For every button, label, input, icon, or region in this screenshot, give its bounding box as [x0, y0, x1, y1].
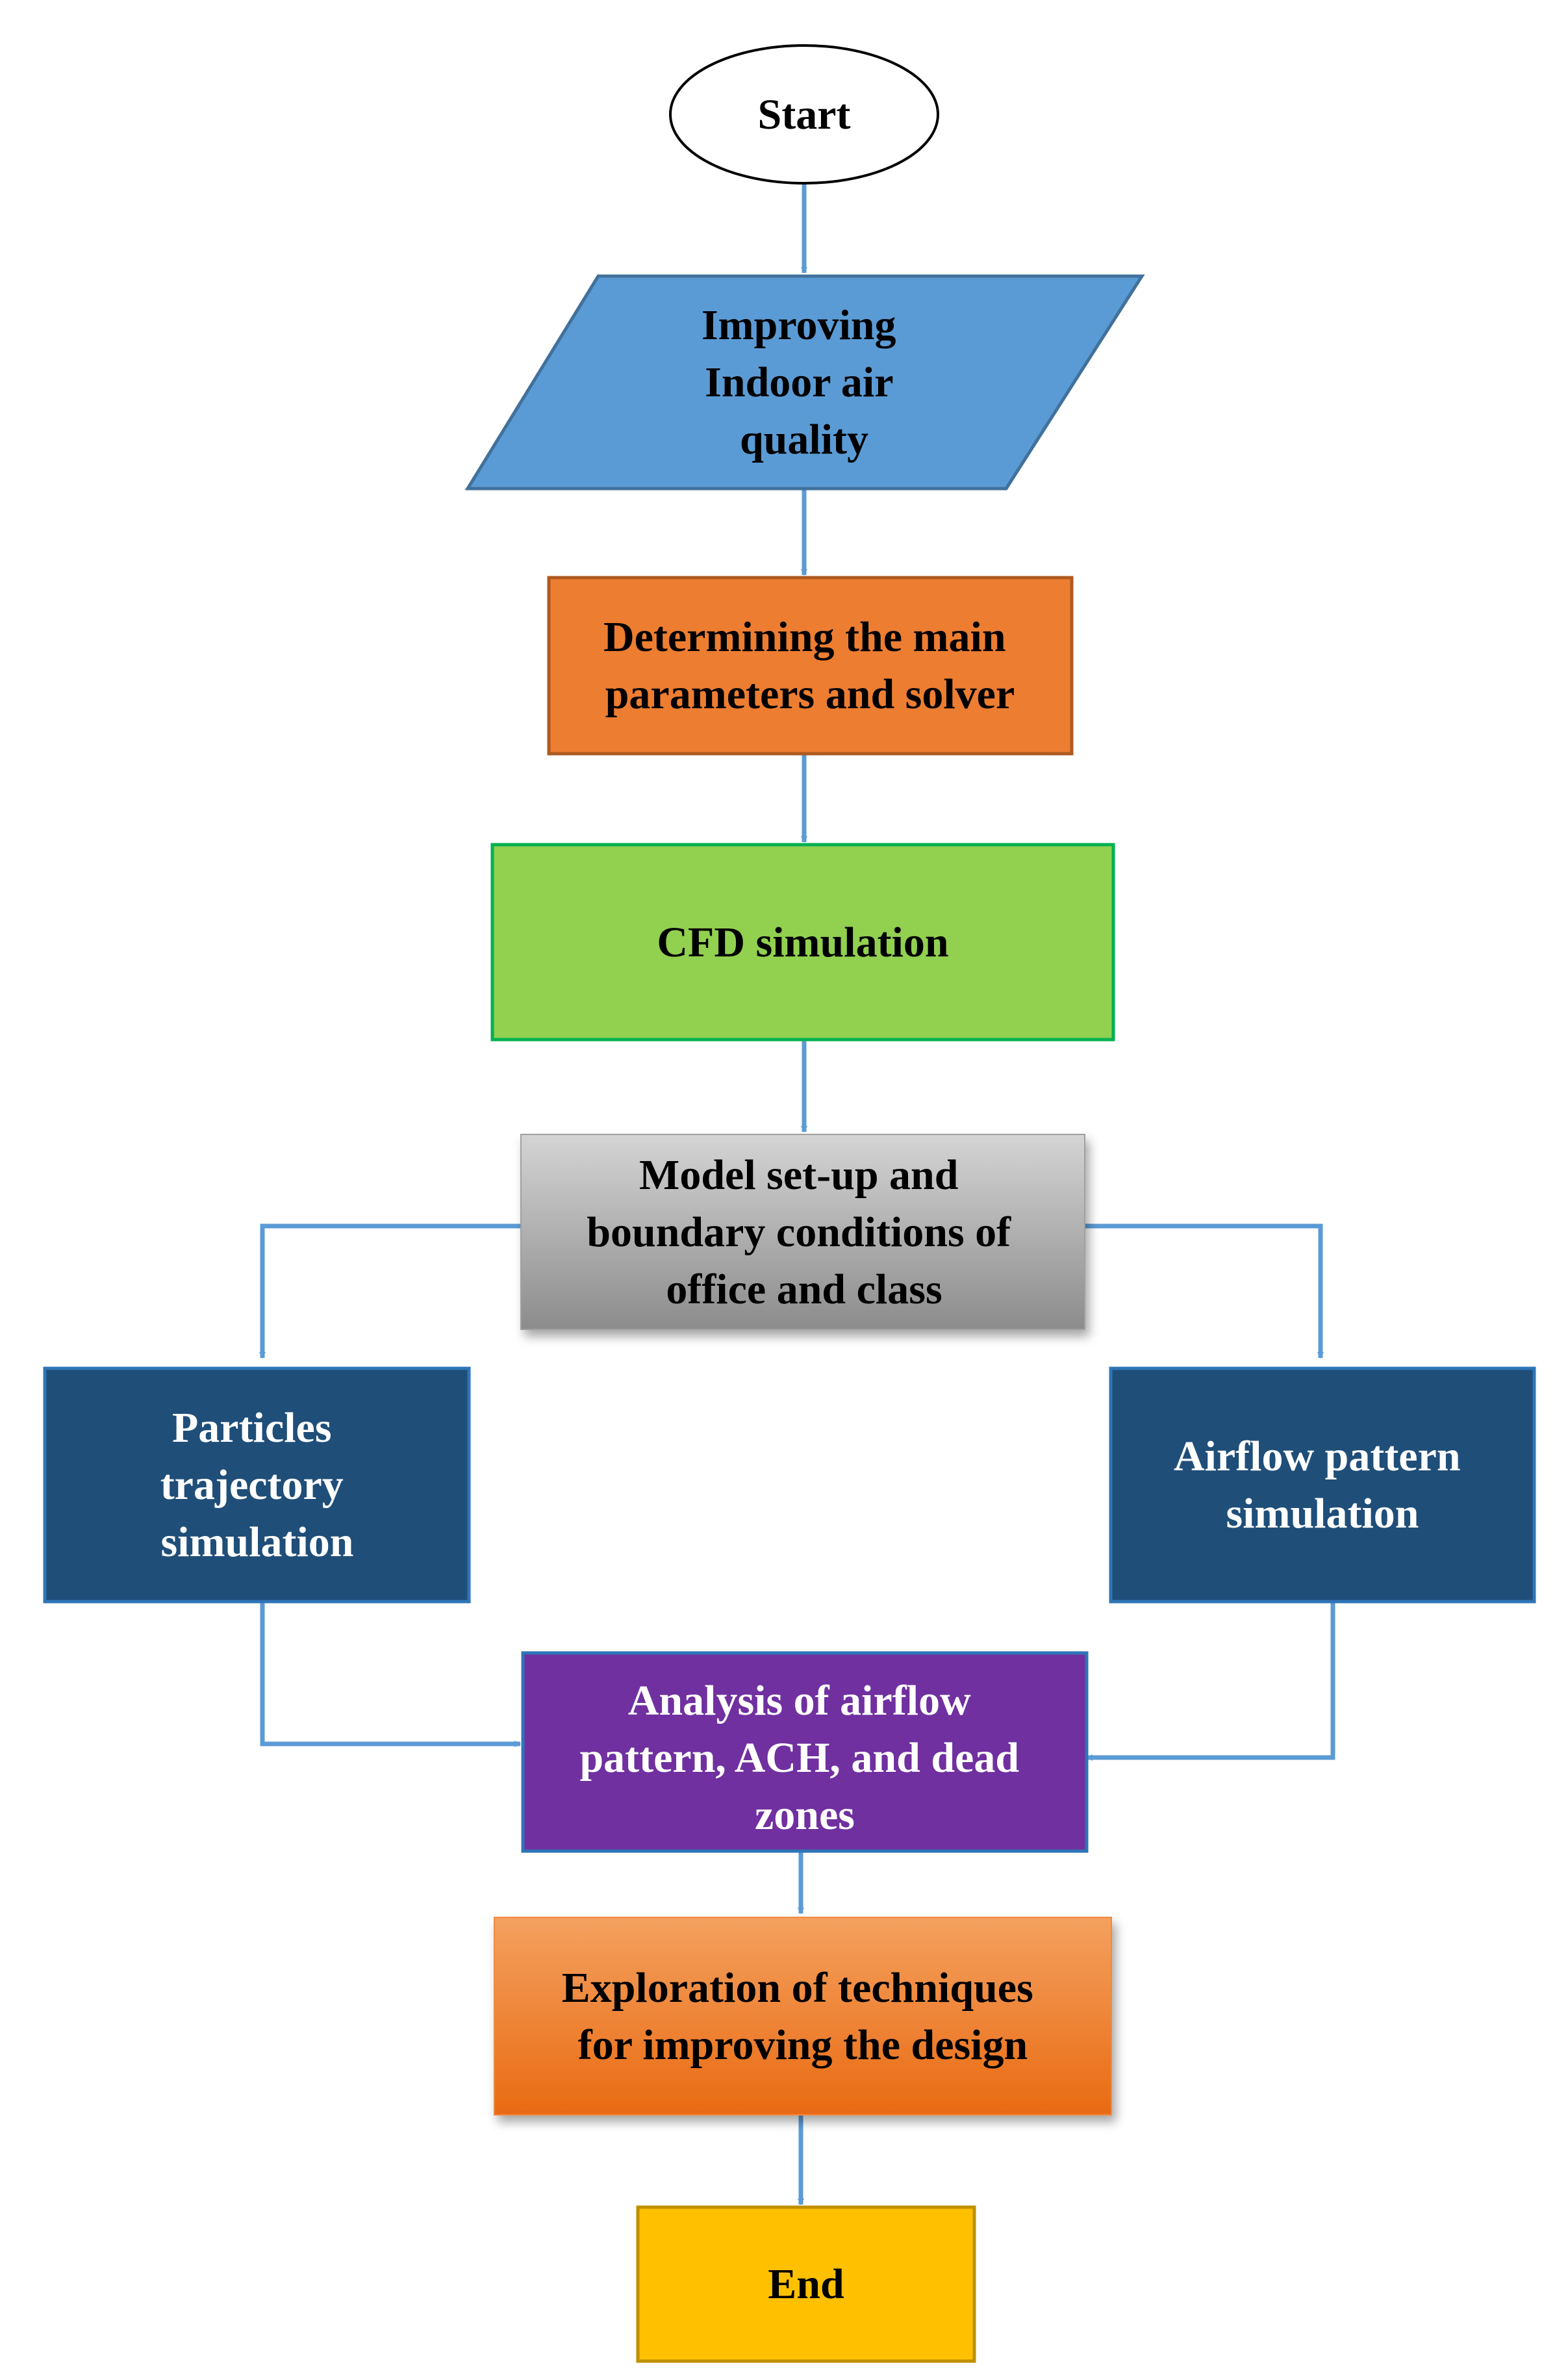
airflow-label-line-2: simulation: [1226, 1490, 1419, 1537]
svg-text:Determining the main par: Determining the main parameters and solv…: [603, 613, 1017, 718]
analysis-box: [521, 1651, 1089, 1853]
svg-text:Analysis of airflow patt: Analysis of airflow pattern, ACH, and de…: [579, 1677, 1030, 1839]
determining-label-line-2: parameters and solver: [605, 671, 1015, 718]
cfd-label: CFD simulation: [657, 919, 948, 966]
particles-node: Particles trajectory simulation: [43, 1366, 471, 1604]
svg-text:Airflow pattern simulati: Airflow pattern simulation: [1174, 1433, 1471, 1537]
start-ellipse: [669, 44, 939, 185]
end-node: End: [636, 2205, 976, 2363]
particles-label-line-3: simulation: [160, 1518, 353, 1566]
model-label-line-1: Model set-up and: [639, 1151, 958, 1199]
svg-text:Start: Start: [758, 91, 851, 138]
model-label-line-2: boundary conditions of: [587, 1209, 1011, 1256]
svg-text:CFD simulation: CFD simulation: [657, 919, 948, 966]
arrow-model-to-particles: [259, 1223, 521, 1359]
model-label-line-3: office and class: [666, 1266, 942, 1313]
svg-text:End: End: [768, 2260, 844, 2308]
arrow-airflow-to-analysis: [1086, 1602, 1335, 1761]
arrow-model-to-airflow: [1085, 1223, 1324, 1359]
airflow-box: [1109, 1366, 1536, 1604]
analysis-label-line-2: pattern, ACH, and dead: [579, 1734, 1019, 1782]
exploration-box: [494, 1917, 1112, 2116]
arrow-particles-to-analysis: [260, 1602, 521, 1747]
svg-text:Particles trajectory: Particles trajectory simulation: [160, 1404, 355, 1566]
analysis-node: Analysis of airflow pattern, ACH, and de…: [521, 1651, 1089, 1853]
determining-label-line-1: Determining the main: [603, 613, 1006, 661]
cfd-box: [490, 843, 1115, 1042]
airflow-label-line-1: Airflow pattern: [1174, 1433, 1461, 1480]
start-label: Start: [758, 91, 851, 138]
exploration-node: Exploration of techniques for improving …: [494, 1917, 1112, 2116]
improving-label-line-2: Indoor air: [705, 359, 892, 406]
determining-box: [547, 576, 1074, 756]
cfd-node: CFD simulation: [490, 843, 1115, 1042]
airflow-node: Airflow pattern simulation: [1109, 1366, 1536, 1604]
particles-label-line-1: Particles: [172, 1404, 332, 1452]
model-node: Model set-up and boundary conditions of …: [520, 1134, 1085, 1330]
particles-label-line-2: trajectory: [160, 1461, 344, 1509]
svg-text:Exploration of techniques: Exploration of techniques for improving …: [562, 1964, 1044, 2069]
exploration-label-line-2: for improving the design: [578, 2021, 1028, 2069]
end-label: End: [768, 2260, 844, 2308]
particles-box: [43, 1366, 471, 1604]
connectors: [259, 183, 1335, 2205]
model-box: [520, 1134, 1085, 1330]
improving-label-line-3: quality: [740, 416, 868, 463]
improving-parallelogram: [464, 274, 1145, 491]
svg-text:Improving Indoor air: Improving Indoor air quality: [702, 301, 907, 463]
end-box: [636, 2205, 976, 2363]
exploration-label-line-1: Exploration of techniques: [562, 1964, 1033, 2012]
improving-node: Improving Indoor air quality: [464, 274, 1145, 491]
analysis-label-line-1: Analysis of airflow: [628, 1677, 971, 1724]
svg-text:Model set-up and boundar: Model set-up and boundary conditions of …: [587, 1151, 1021, 1313]
determining-node: Determining the main parameters and solv…: [547, 576, 1074, 756]
start-node: Start: [669, 44, 939, 185]
analysis-label-line-3: zones: [755, 1791, 855, 1839]
improving-label-line-1: Improving: [702, 301, 896, 349]
